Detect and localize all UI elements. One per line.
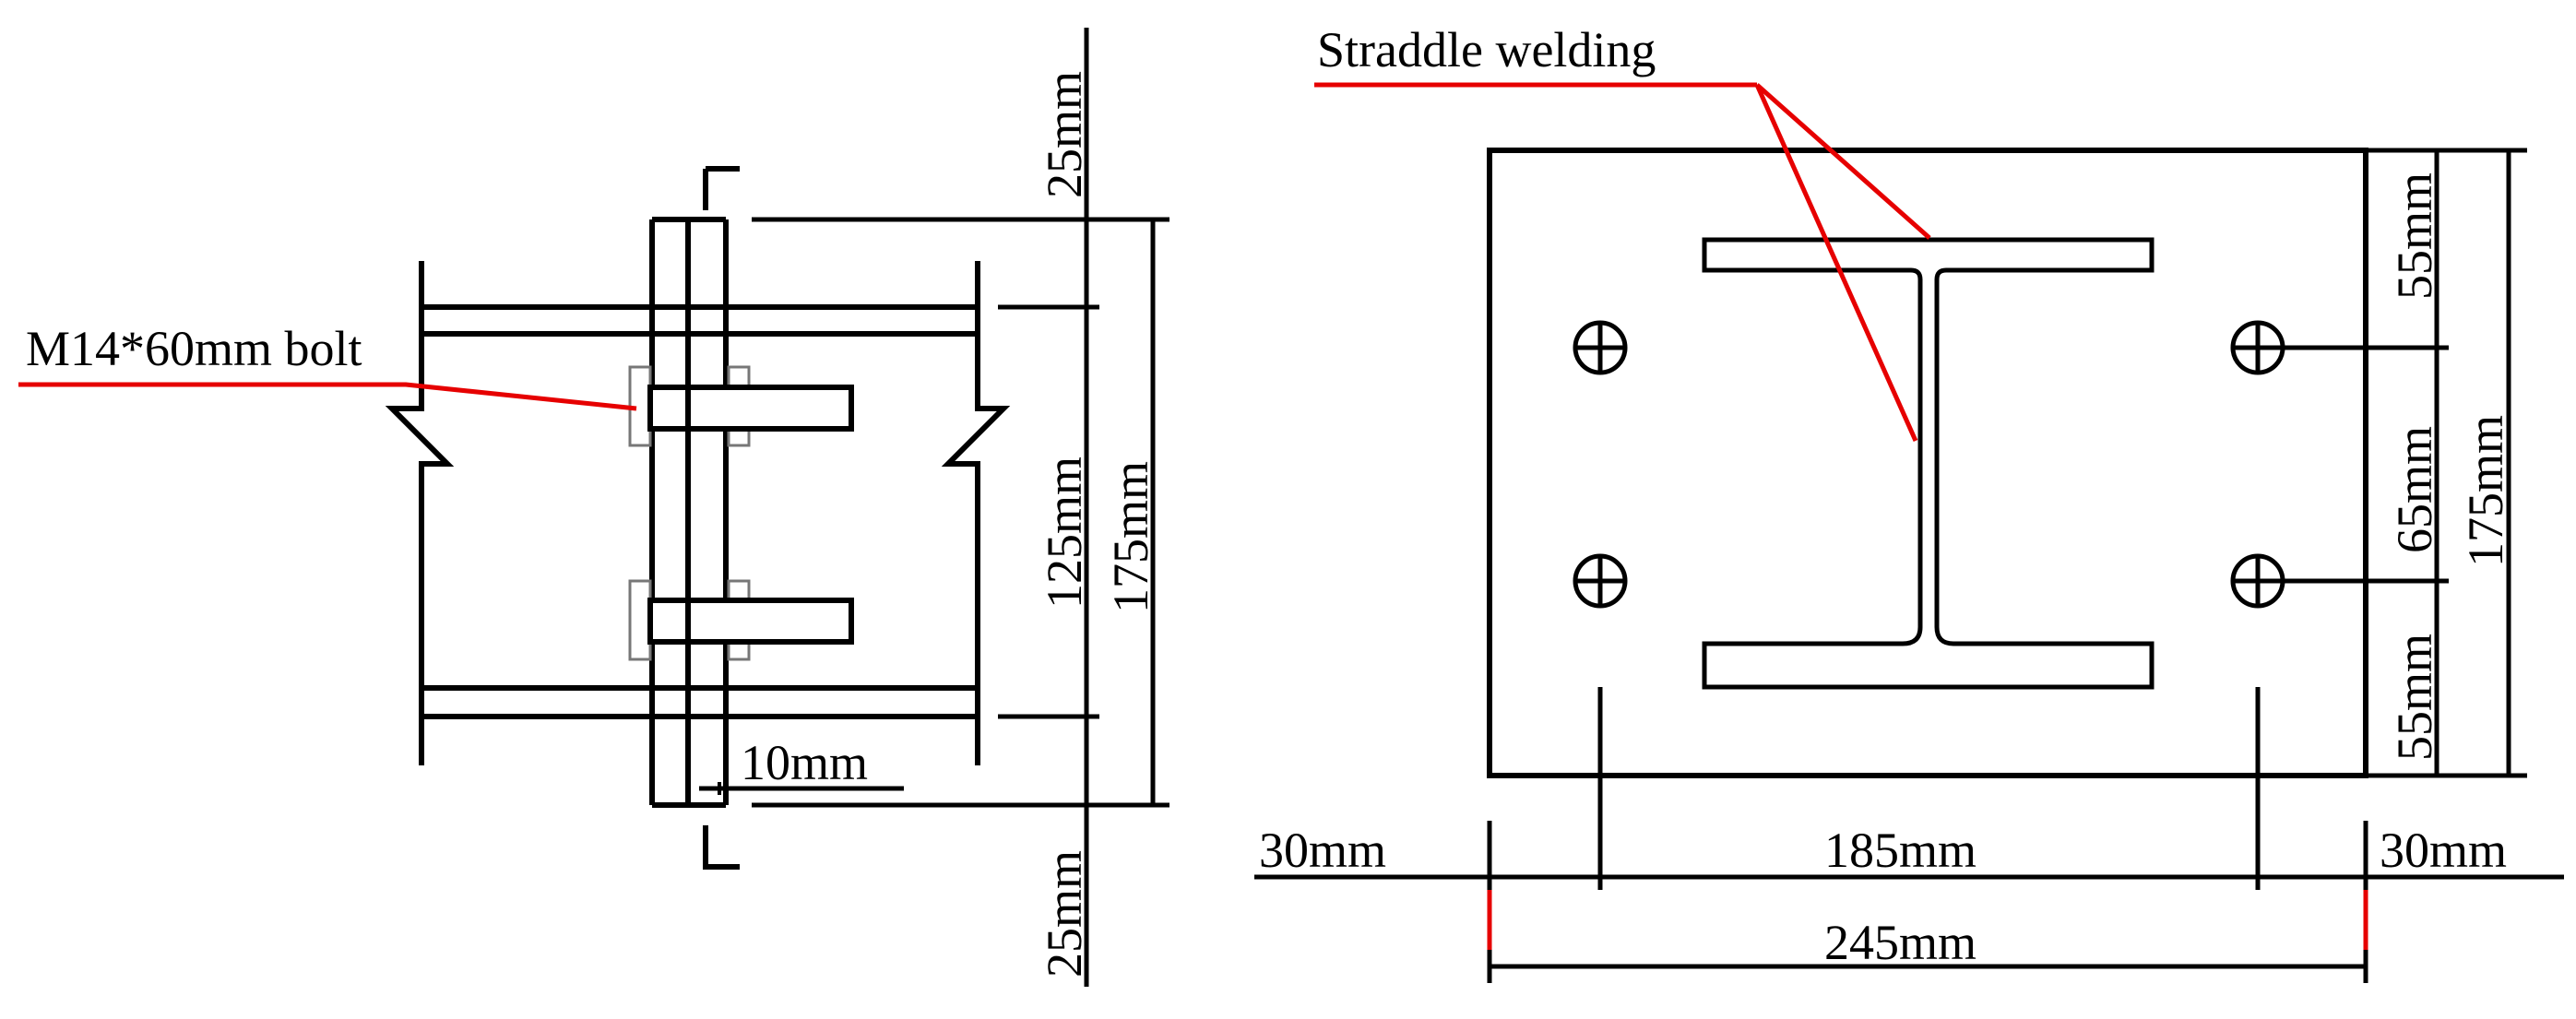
weld-label: Straddle welding xyxy=(1317,22,1656,77)
section-mark-bottom xyxy=(703,825,740,870)
i-beam-section xyxy=(1702,237,2155,690)
dim-bottom-25: 25mm xyxy=(1037,850,1092,978)
weld-leader: Straddle welding xyxy=(1314,22,1931,443)
bolt-leader: M14*60mm bolt xyxy=(18,321,637,411)
bolt-hole-top-right xyxy=(2230,320,2285,375)
dim-65: 65mm xyxy=(2387,426,2442,553)
red-tick-marks xyxy=(1487,890,2368,950)
side-view: M14*60mm bolt 10mm 25mm 25mm 125mm 175mm xyxy=(18,28,1169,987)
dim-55-bottom: 55mm xyxy=(2387,634,2442,761)
end-plate-view: 55mm 65mm 55mm 175mm 30mm 185mm 30mm 245… xyxy=(1254,22,2564,983)
beam-top-flange xyxy=(420,304,978,337)
section-mark-top xyxy=(703,166,740,210)
left-dimension-lines xyxy=(752,28,1169,987)
dim-125: 125mm xyxy=(1037,456,1092,609)
dim-175-right: 175mm xyxy=(2458,415,2513,567)
right-break-line xyxy=(941,261,1011,765)
right-horizontal-dimensions xyxy=(1254,821,2564,983)
bolt-label: M14*60mm bolt xyxy=(26,321,362,376)
dim-185: 185mm xyxy=(1824,823,1977,878)
end-plate xyxy=(1487,148,2368,778)
column-plate xyxy=(649,217,729,808)
bolt-upper xyxy=(628,365,854,447)
dim-top-25: 25mm xyxy=(1037,71,1092,198)
gap-label: 10mm xyxy=(741,735,868,790)
gap-dimension: 10mm xyxy=(699,735,904,795)
dim-245: 245mm xyxy=(1824,915,1977,970)
dim-30-right: 30mm xyxy=(2380,823,2507,878)
bolt-hole-bottom-left xyxy=(1573,553,1628,609)
bolt-extension-lines xyxy=(1597,345,2449,890)
right-vertical-dimensions xyxy=(2366,148,2527,778)
dim-175-left: 175mm xyxy=(1103,461,1158,613)
bolt-hole-bottom-right xyxy=(2230,553,2285,609)
dim-30-left: 30mm xyxy=(1259,823,1386,878)
bolt-lower xyxy=(628,579,854,661)
beam-bottom-flange xyxy=(420,685,978,719)
bolt-hole-top-left xyxy=(1573,320,1628,375)
dim-55-top: 55mm xyxy=(2387,172,2442,300)
